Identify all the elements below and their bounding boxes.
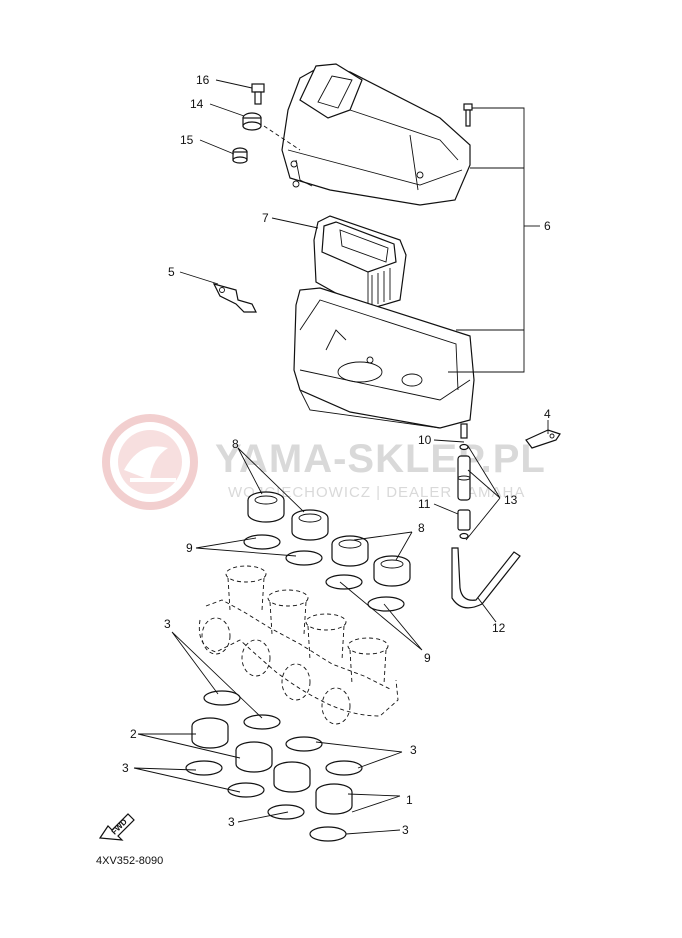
watermark-logo	[102, 414, 198, 510]
callout-7: 7	[262, 211, 269, 225]
intake-joint	[191, 717, 229, 749]
watermark-brand: YAMA-SKLEP.PL	[215, 437, 546, 481]
callout-1: 1	[406, 793, 413, 807]
hose-10	[457, 455, 471, 501]
leader-lines	[133, 79, 549, 835]
callout-9-left: 9	[186, 541, 193, 555]
callout-15: 15	[180, 133, 194, 147]
carb-joint	[247, 491, 285, 523]
callout-13: 13	[504, 493, 518, 507]
grommet-14	[242, 112, 262, 131]
carb-joint	[291, 509, 329, 541]
callout-4: 4	[544, 407, 551, 421]
drawing-code: 4XV352-8090	[96, 855, 163, 867]
callout-5: 5	[168, 265, 175, 279]
callout-14: 14	[190, 97, 204, 111]
callout-10: 10	[418, 433, 432, 447]
callout-9-right: 9	[424, 651, 431, 665]
intake-joint	[315, 783, 353, 815]
intake-joint	[235, 741, 273, 773]
callout-12: 12	[492, 621, 506, 635]
carb-joint	[331, 535, 369, 567]
bolt-16	[251, 83, 265, 105]
callout-8-right: 8	[418, 521, 425, 535]
callout-2: 2	[130, 727, 137, 741]
callout-labels: 16 14 15 7 6 5 4 8 8 10 13 11 9 9 12 3 2…	[122, 73, 551, 837]
callout-3-right: 3	[410, 743, 417, 757]
callout-6: 6	[544, 219, 551, 233]
air-filter-case-cover	[281, 63, 471, 206]
callout-8-top: 8	[232, 437, 239, 451]
intake-joint	[273, 761, 311, 793]
callout-3-bottom-right: 3	[402, 823, 409, 837]
carburetor-assembly	[198, 565, 399, 725]
collar-15	[232, 147, 248, 164]
clamp-group-9	[243, 534, 405, 612]
drain-fitting	[459, 423, 469, 451]
screw-cover	[463, 103, 473, 127]
bracket-5	[212, 283, 257, 313]
callout-3-left: 3	[122, 761, 129, 775]
carb-joint-group-top	[247, 491, 411, 587]
lower-joint-group	[185, 690, 363, 842]
callout-16: 16	[196, 73, 210, 87]
air-filter-case-lower	[293, 287, 475, 429]
hose-12	[451, 547, 521, 609]
carb-joint	[373, 555, 411, 587]
clamp-4	[525, 429, 561, 449]
air-filter-element	[313, 215, 407, 311]
callout-11: 11	[418, 497, 431, 511]
callout-3-upper: 3	[164, 617, 171, 631]
watermark-subtitle: WOJCIECHOWICZ | DEALER YAMAHA	[228, 484, 525, 501]
plug-11	[457, 509, 471, 540]
fwd-arrow-icon: FWD	[98, 813, 135, 841]
callout-3-bottom-left: 3	[228, 815, 235, 829]
